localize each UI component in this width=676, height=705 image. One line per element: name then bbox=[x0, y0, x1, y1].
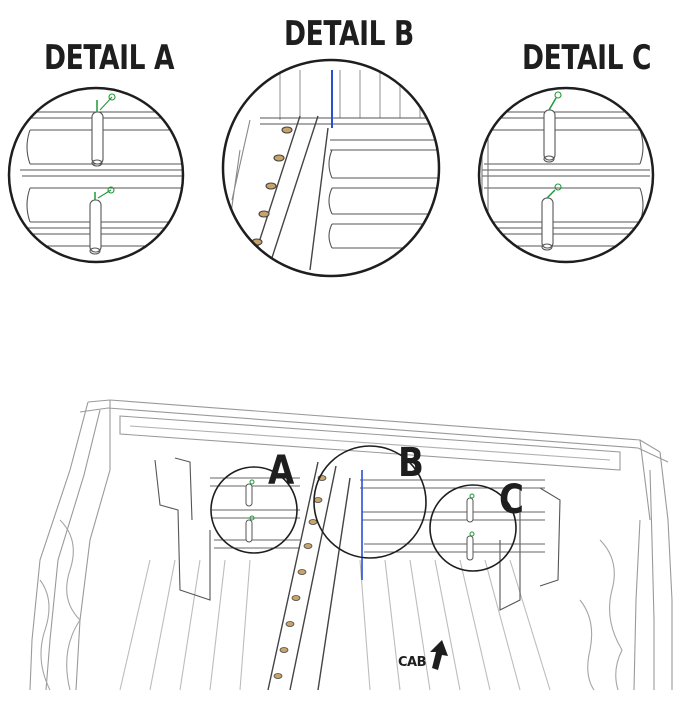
cab-arrow-icon bbox=[430, 640, 448, 670]
callout-label-b: B bbox=[398, 440, 424, 486]
bolt-c1 bbox=[543, 91, 562, 163]
bolt-a2 bbox=[89, 186, 115, 255]
callout-circle-b bbox=[313, 445, 427, 559]
callout-label-a: A bbox=[268, 448, 294, 494]
detail-b-circle bbox=[221, 58, 441, 278]
detail-b-view bbox=[223, 60, 439, 276]
overview-spacers bbox=[273, 475, 327, 679]
bolt-c2 bbox=[541, 183, 562, 251]
detail-c-view bbox=[479, 90, 653, 260]
detail-a-circle bbox=[7, 86, 185, 264]
callout-label-c: C bbox=[499, 477, 524, 523]
detail-b-title: DETAIL B bbox=[284, 14, 414, 54]
truck-bed-overview bbox=[29, 399, 673, 691]
callout-circle-c bbox=[429, 484, 517, 572]
detail-a-view bbox=[9, 90, 183, 262]
bolt-a1 bbox=[91, 93, 116, 167]
spacers-detail-b bbox=[251, 126, 293, 246]
detail-a-title: DETAIL A bbox=[44, 38, 175, 78]
overview-bolts bbox=[245, 479, 475, 561]
callout-circle-a bbox=[210, 466, 298, 554]
detail-c-title: DETAIL C bbox=[522, 38, 652, 78]
cab-direction-label: CAB bbox=[398, 655, 427, 670]
detail-c-circle bbox=[477, 86, 655, 264]
